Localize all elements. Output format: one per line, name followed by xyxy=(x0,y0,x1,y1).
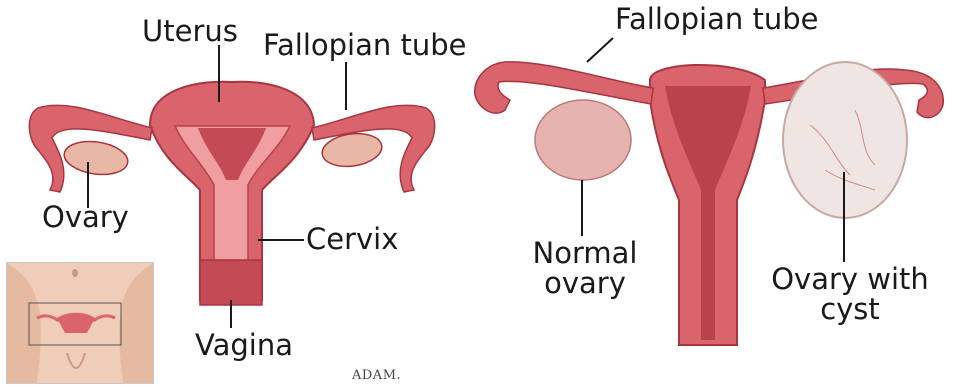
label-fallopian-tube-right: Fallopian tube xyxy=(615,4,818,34)
label-cervix: Cervix xyxy=(306,224,398,254)
label-ovary-with-cyst: Ovary with cyst xyxy=(760,264,940,325)
left-ovary xyxy=(62,138,130,179)
label-normal-ovary-text: Normal ovary xyxy=(525,238,645,299)
label-ovary: Ovary xyxy=(42,202,129,232)
label-uterus: Uterus xyxy=(142,16,238,46)
adam-logo: ADAM. xyxy=(352,368,401,383)
ovarian-cyst-illustration xyxy=(465,0,961,387)
vagina-shape xyxy=(200,260,262,305)
left-diagram-panel: Uterus Fallopian tube Ovary Cervix Vagin… xyxy=(0,0,465,387)
label-normal-ovary: Normal ovary xyxy=(505,238,665,299)
label-fallopian-tube-left: Fallopian tube xyxy=(263,30,466,60)
uterus-inner-right xyxy=(665,86,751,340)
torso-thumbnail-graphic xyxy=(7,263,153,383)
normal-ovary xyxy=(535,100,631,180)
right-diagram-panel: Fallopian tube Normal ovary Ovary with c… xyxy=(465,0,961,387)
fallopian-leader-right xyxy=(587,38,613,62)
label-ovary-with-cyst-text: Ovary with cyst xyxy=(765,264,935,325)
body-location-thumbnail xyxy=(6,262,154,384)
label-vagina: Vagina xyxy=(195,330,293,360)
adam-logo-text: ADAM. xyxy=(352,368,401,383)
